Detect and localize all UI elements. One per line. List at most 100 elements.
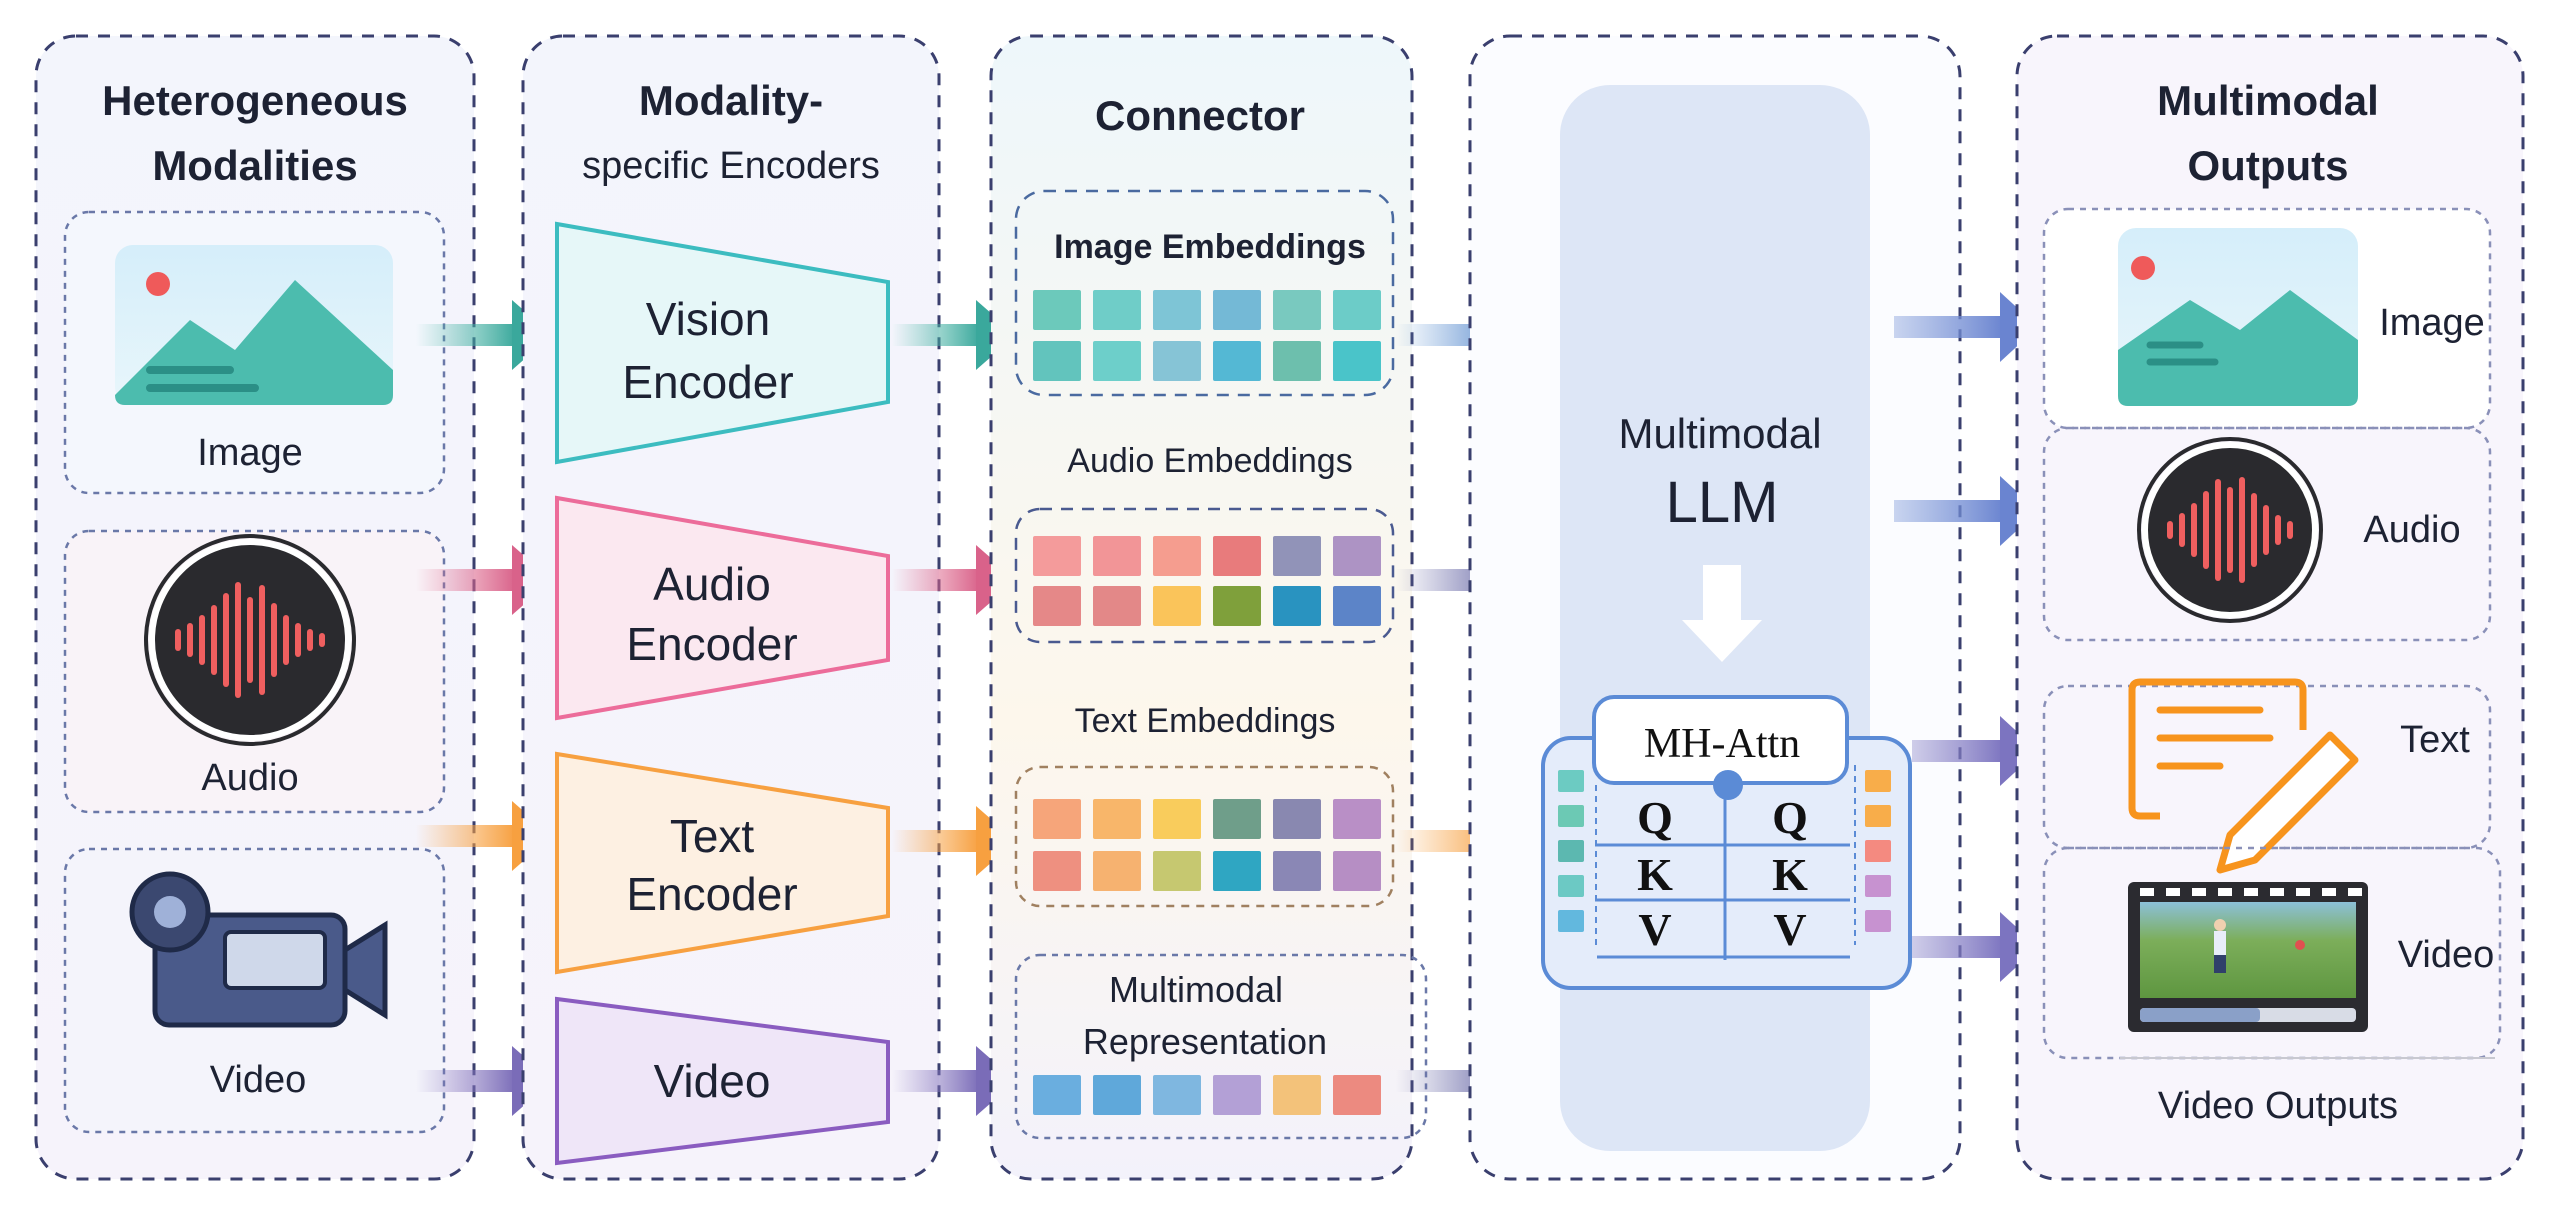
embedding-token	[1333, 536, 1381, 576]
encoder-label: Audio	[653, 558, 771, 610]
input-audio-card: Audio	[63, 529, 446, 814]
key-label: K	[1637, 849, 1673, 900]
attention-token	[1865, 910, 1891, 932]
output-label: Image	[2379, 302, 2485, 344]
modality-label: Image	[197, 432, 303, 474]
embedding-token	[1033, 1075, 1081, 1115]
audio-embeddings-label: Audio Embeddings	[1067, 442, 1352, 480]
column-title: specific Encoders	[582, 145, 880, 187]
audio-waveform-icon	[144, 534, 356, 746]
embedding-token	[1213, 290, 1261, 330]
embedding-token	[1273, 586, 1321, 626]
attention-token	[1865, 805, 1891, 827]
embedding-token	[1153, 1075, 1201, 1115]
image-icon	[115, 245, 393, 405]
embedding-token	[1333, 341, 1381, 381]
embedding-token	[1273, 799, 1321, 839]
modality-label: Audio	[201, 757, 298, 799]
value-label: V	[1773, 904, 1806, 955]
query-label: Q	[1637, 792, 1673, 843]
key-label: K	[1772, 849, 1808, 900]
llm-label: Multimodal	[1618, 410, 1821, 457]
embedding-token	[1213, 1075, 1261, 1115]
embedding-token	[1273, 290, 1321, 330]
video-frame-icon	[2128, 882, 2368, 1032]
image-embeddings-box	[1014, 189, 1395, 397]
embedding-token	[1093, 536, 1141, 576]
attention-token	[1865, 770, 1891, 792]
encoder-label: Vision	[646, 293, 770, 345]
column-title: Modalities	[152, 142, 357, 189]
embedding-token	[1153, 536, 1201, 576]
encoder-label: Encoder	[622, 356, 793, 408]
multi-head-attention-block: MH-Attn Q Q K K V V	[1541, 695, 1912, 990]
image-embedding-tokens	[1033, 290, 1381, 381]
embedding-token	[1333, 586, 1381, 626]
attention-token	[1865, 840, 1891, 862]
embedding-token	[1093, 851, 1141, 891]
embedding-token	[1273, 536, 1321, 576]
llm-label: LLM	[1666, 470, 1779, 535]
encoder-label: Encoder	[626, 618, 797, 670]
embedding-token	[1033, 799, 1081, 839]
image-icon	[2118, 228, 2358, 406]
embedding-token	[1333, 799, 1381, 839]
input-image-card: Image	[63, 210, 446, 495]
video-outputs-label: Video Outputs	[2158, 1085, 2398, 1127]
multimodal-representation-label: Representation	[1083, 1021, 1327, 1062]
text-embedding-tokens	[1033, 799, 1381, 891]
multimodal-representation-label: Multimodal	[1109, 969, 1283, 1010]
attention-node	[1713, 770, 1743, 800]
embedding-token	[1093, 290, 1141, 330]
column-modality-specific-encoders: Modality- specific Encoders Vision Encod…	[521, 34, 941, 1181]
attention-token	[1558, 875, 1584, 897]
embedding-token	[1153, 799, 1201, 839]
embedding-token	[1213, 586, 1261, 626]
output-image-card: Image	[2042, 207, 2492, 430]
multimodal-representation-tokens	[1033, 1075, 1381, 1115]
embedding-token	[1213, 851, 1261, 891]
text-embeddings-box	[1014, 765, 1395, 908]
multimodal-representation-box	[1014, 953, 1428, 1140]
embedding-token	[1273, 851, 1321, 891]
embedding-token	[1093, 341, 1141, 381]
text-encoder: Text Encoder	[555, 751, 890, 975]
encoder-label: Text	[670, 810, 755, 862]
image-embeddings-label: Image Embeddings	[1054, 228, 1366, 266]
embedding-token	[1213, 536, 1261, 576]
embedding-token	[1033, 290, 1081, 330]
embedding-token	[1273, 341, 1321, 381]
output-audio-card: Audio	[2042, 426, 2492, 642]
embedding-token	[1153, 290, 1201, 330]
output-label: Text	[2400, 719, 2470, 761]
attention-token	[1558, 770, 1584, 792]
embedding-token	[1093, 799, 1141, 839]
attention-token	[1558, 805, 1584, 827]
attention-token	[1558, 910, 1584, 932]
output-label: Video	[2398, 934, 2495, 976]
vision-encoder: Vision Encoder	[555, 221, 890, 465]
embedding-token	[1153, 586, 1201, 626]
video-camera-icon	[129, 871, 388, 1028]
text-document-pencil-icon	[2128, 678, 2359, 874]
embedding-token	[1033, 341, 1081, 381]
column-multimodal-outputs: Multimodal Outputs Image	[2015, 34, 2525, 1181]
embedding-token	[1093, 586, 1141, 626]
attention-output-tokens	[1865, 770, 1891, 932]
column-multimodal-llm: Multimodal LLM MH-Attn Q Q K K V V	[1468, 34, 1962, 1181]
column-heterogeneous-modalities: Heterogeneous Modalities Image	[34, 34, 476, 1181]
audio-embedding-tokens	[1033, 536, 1381, 626]
encoder-label: Video	[654, 1055, 771, 1107]
embedding-token	[1033, 536, 1081, 576]
audio-encoder: Audio Encoder	[555, 495, 890, 721]
embedding-token	[1093, 1075, 1141, 1115]
column-title: Multimodal	[2157, 77, 2379, 124]
query-label: Q	[1772, 792, 1808, 843]
encoder-label: Encoder	[626, 868, 797, 920]
output-video-card: Video	[2042, 846, 2502, 1060]
column-connector: Connector Image Embeddings Audio Embeddi…	[989, 34, 1428, 1181]
column-title: Outputs	[2188, 142, 2349, 189]
column-title: Modality-	[639, 77, 823, 124]
value-label: V	[1638, 904, 1671, 955]
